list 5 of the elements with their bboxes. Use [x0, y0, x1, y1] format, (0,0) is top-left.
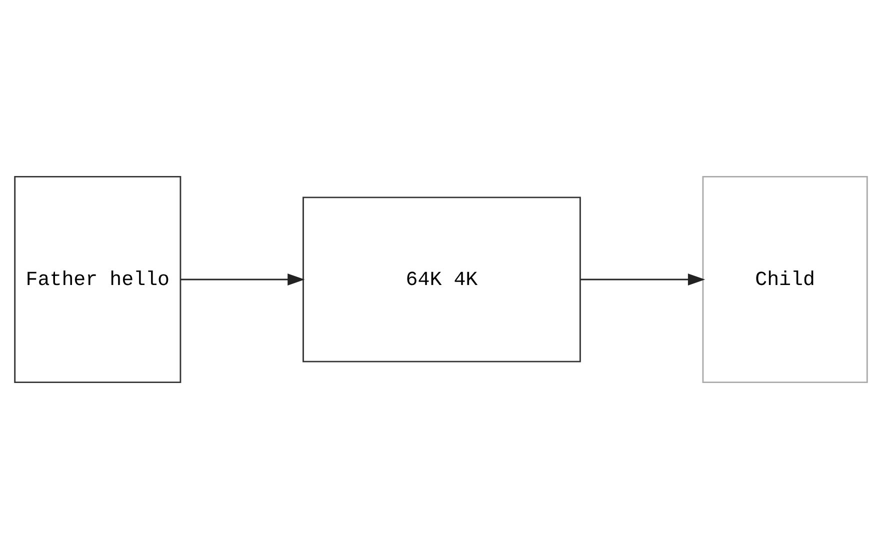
arrow — [580, 273, 705, 285]
arrow — [180, 273, 304, 285]
node-box: Father hello — [14, 176, 181, 382]
node-box: 64K 4K — [302, 196, 580, 362]
node-box: Child — [702, 176, 868, 382]
